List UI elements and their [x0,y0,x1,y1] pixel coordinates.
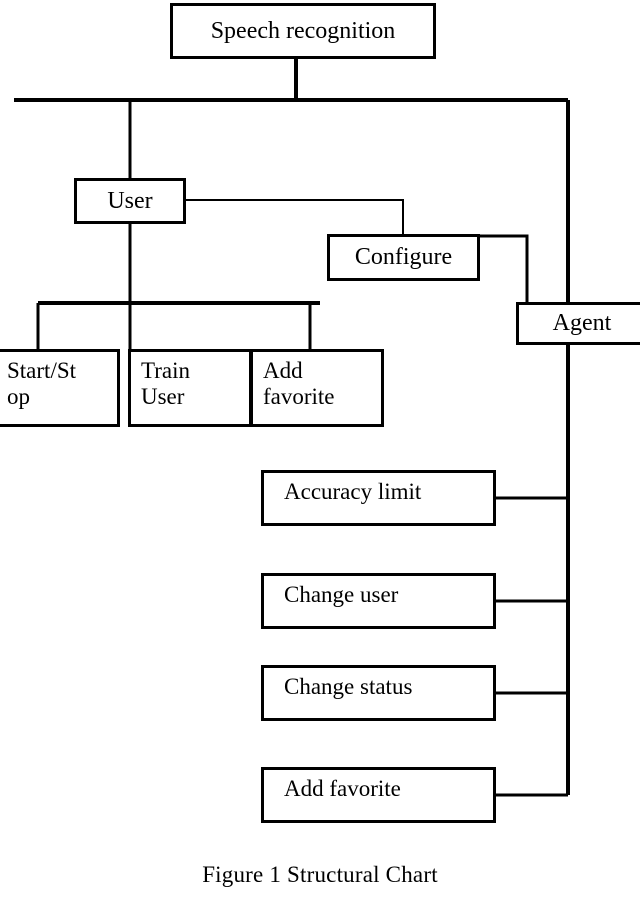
node-train-user-label: Train User [141,358,190,409]
node-accuracy-limit-label: Accuracy limit [284,479,422,504]
node-speech-recognition-label: Speech recognition [210,17,396,44]
wire-user-to-configure [186,199,404,236]
node-speech-recognition[interactable]: Speech recognition [170,3,436,59]
node-add-favorite-user-label: Add favorite [263,358,335,409]
node-configure[interactable]: Configure [327,234,480,281]
node-add-favorite-agent-label: Add favorite [284,776,401,801]
node-user-label: User [107,187,153,214]
node-user[interactable]: User [74,178,186,224]
node-train-user[interactable]: Train User [128,349,252,427]
node-add-favorite-agent[interactable]: Add favorite [261,767,496,823]
node-agent[interactable]: Agent [516,302,640,345]
node-change-user-label: Change user [284,582,399,607]
node-add-favorite-user[interactable]: Add favorite [250,349,384,427]
node-change-status-label: Change status [284,674,413,699]
wire-configure-to-agent [480,234,529,303]
node-start-stop[interactable]: Start/St op [0,349,120,427]
node-change-status[interactable]: Change status [261,665,496,721]
node-start-stop-label: Start/St op [7,358,77,409]
node-change-user[interactable]: Change user [261,573,496,629]
node-accuracy-limit[interactable]: Accuracy limit [261,470,496,526]
figure-caption: Figure 1 Structural Chart [202,862,438,887]
node-agent-label: Agent [552,310,612,337]
node-configure-label: Configure [354,244,453,271]
